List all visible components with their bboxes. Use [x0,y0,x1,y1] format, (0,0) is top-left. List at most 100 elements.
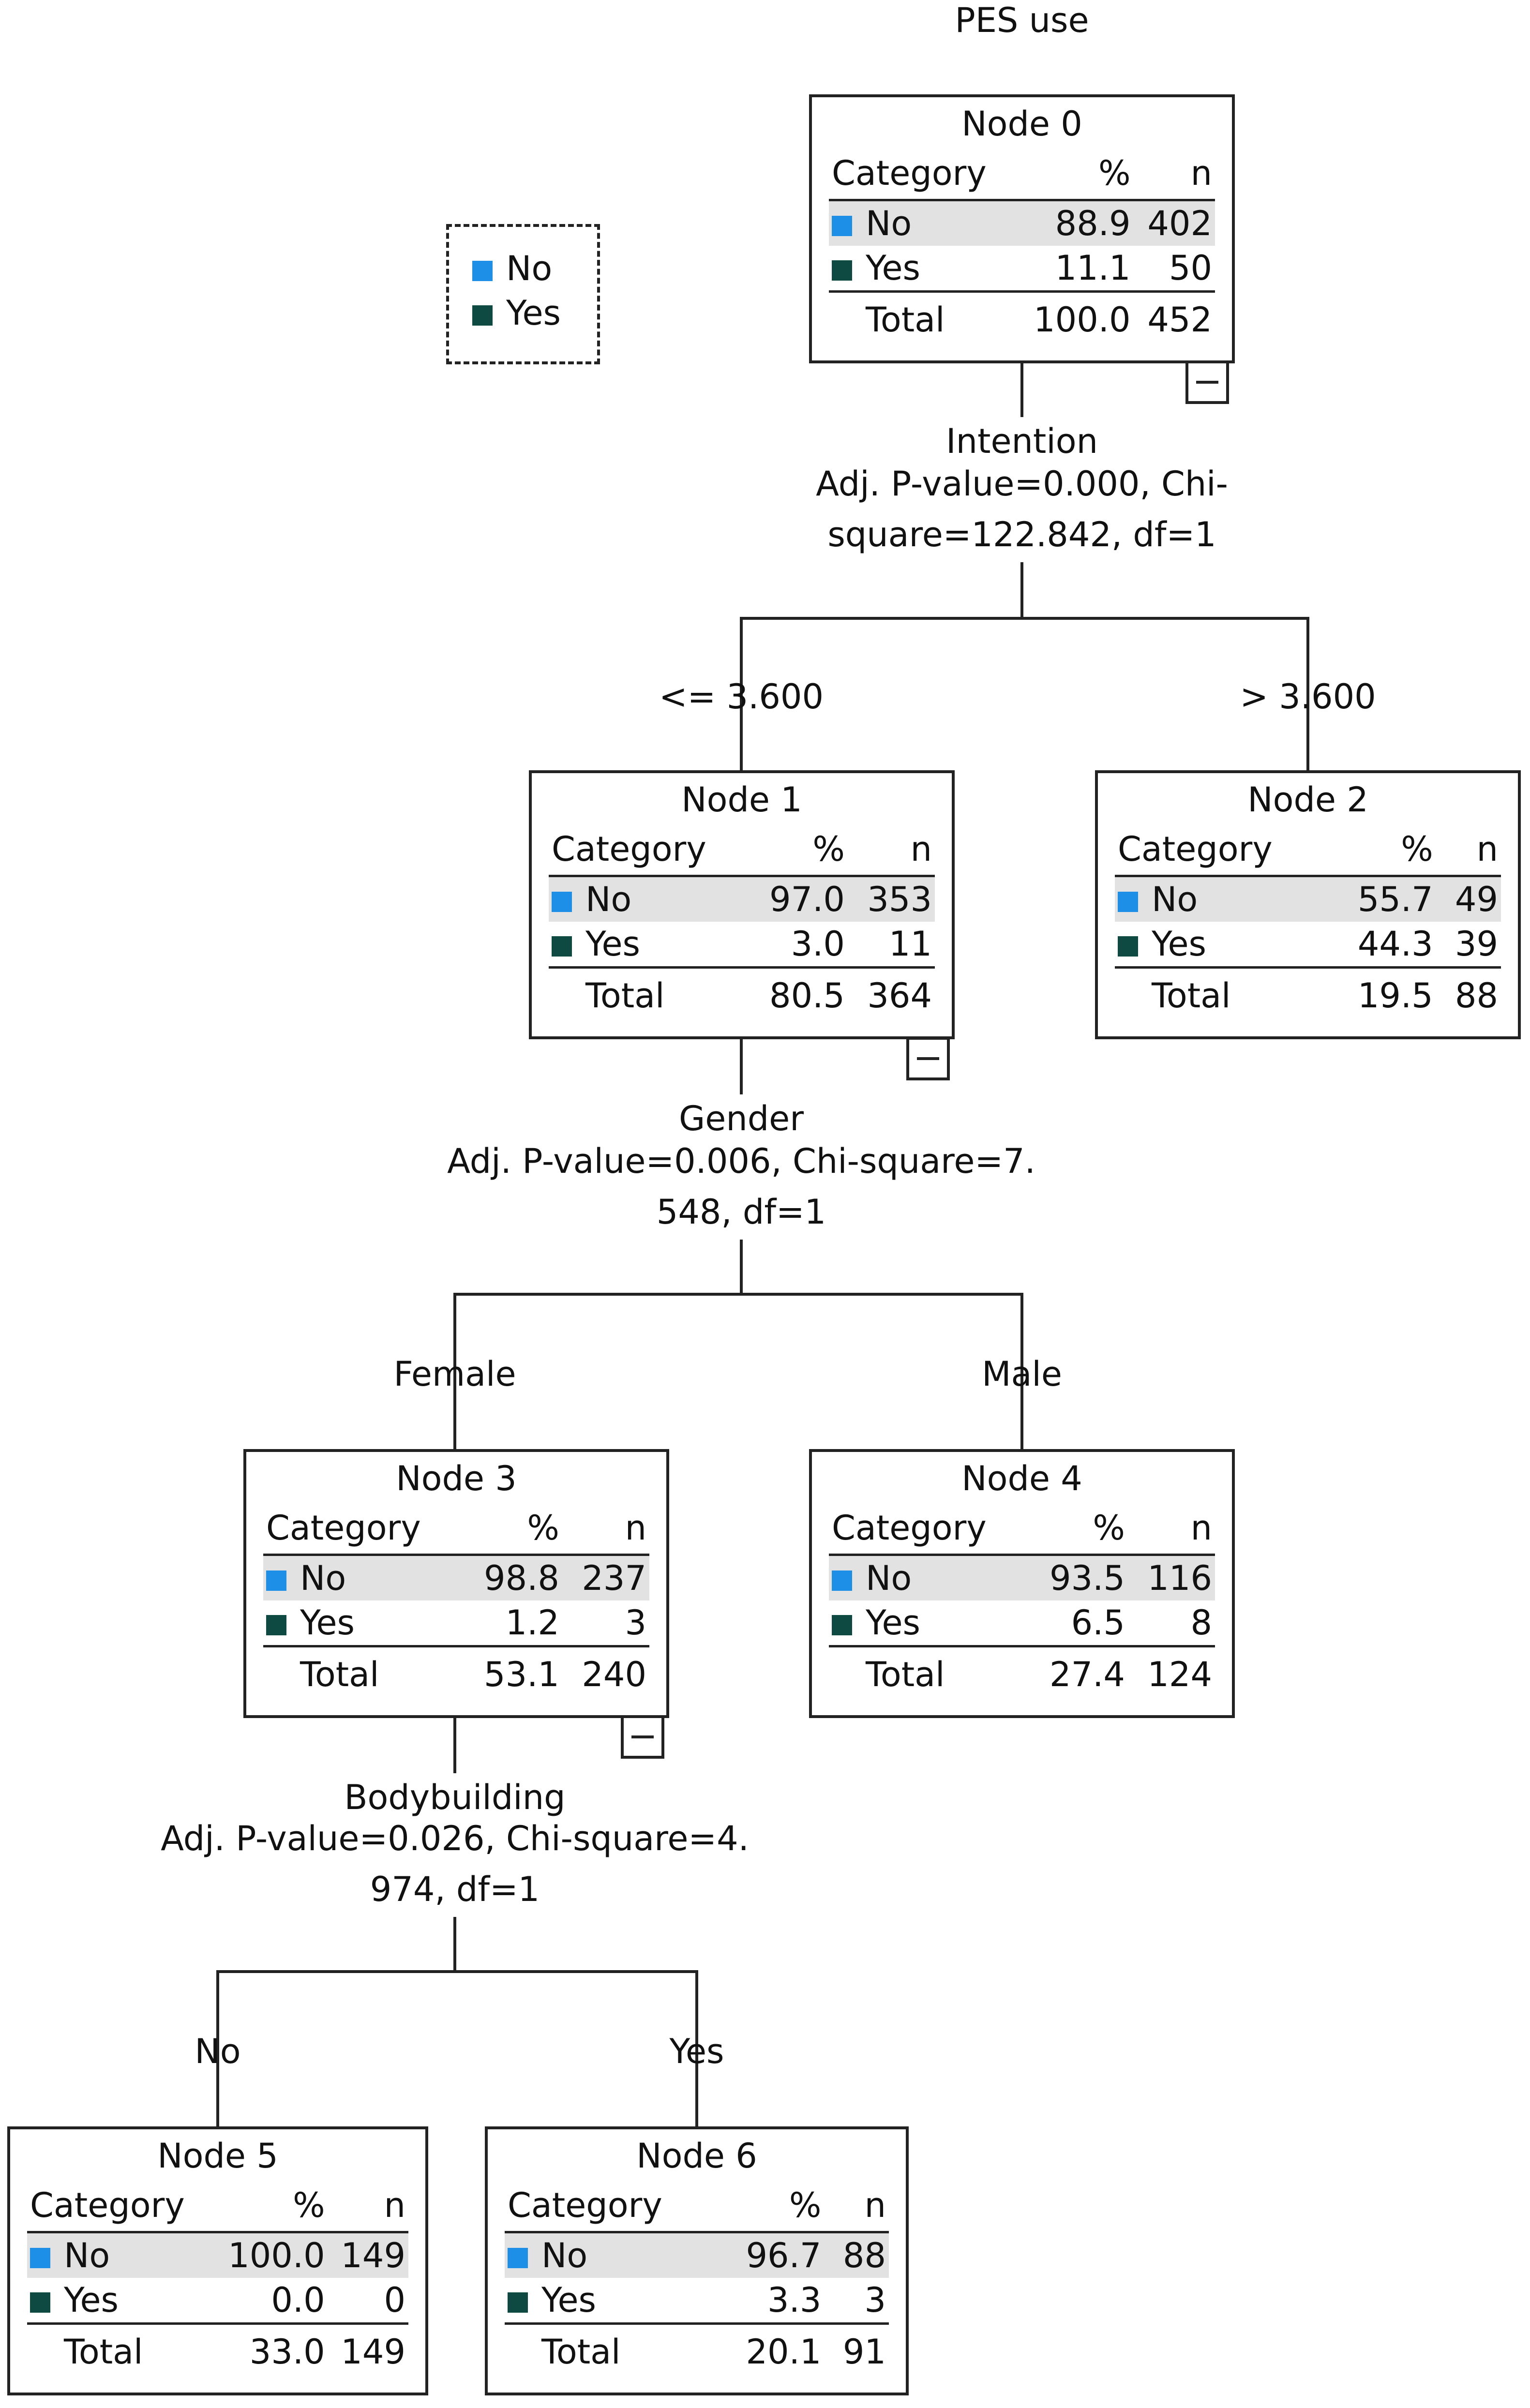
swatch-no [30,2248,50,2268]
split-stats: Adj. P-value=0.026, Chi-square=4. [161,1819,749,1858]
connector-split1-branches [453,1293,1023,1449]
branch-label: <= 3.600 [659,677,824,717]
col-category: Category [263,1503,462,1556]
col-n: n [328,2180,408,2233]
tree-title: PES use [955,0,1089,40]
col-n: n [1436,824,1501,877]
branch-label: Male [982,1354,1062,1394]
col-n: n [1127,1503,1215,1556]
legend-item-yes: Yes [472,291,597,335]
split-stats: Adj. P-value=0.000, Chi- [816,464,1228,504]
col-category: Category [549,824,748,877]
col-pct: % [1328,824,1436,877]
swatch-no [832,1570,852,1591]
node-title: Node 6 [636,2136,757,2176]
col-pct: % [1027,1503,1128,1556]
legend-swatch-yes [472,305,493,326]
swatch-yes [266,1615,286,1635]
legend: No Yes [446,224,600,364]
collapse-node-3-button[interactable] [621,1715,664,1759]
connector-split2-branches [216,1970,698,2126]
swatch-no [1118,892,1138,912]
split-stats: 548, df=1 [656,1192,826,1232]
branch-label: > 3.600 [1240,677,1376,717]
col-pct: % [210,2180,328,2233]
split-stats: 974, df=1 [370,1870,540,1909]
connector-split0-branches [740,617,1309,770]
branch-label: Female [393,1354,516,1394]
swatch-yes [832,260,852,281]
node-title: Node 1 [681,780,802,820]
col-category: Category [829,1503,1028,1556]
col-pct: % [747,824,848,877]
swatch-yes [832,1615,852,1635]
branch-label: No [195,2032,241,2071]
branch-label: Yes [669,2032,724,2071]
node-title: Node 5 [157,2136,278,2176]
col-n: n [847,824,935,877]
col-category: Category [829,148,1015,201]
split-stats: square=122.842, df=1 [827,515,1216,554]
swatch-no [508,2248,528,2268]
col-pct: % [717,2180,825,2233]
col-category: Category [27,2180,210,2233]
swatch-yes [508,2292,528,2313]
split-variable: Bodybuilding [344,1778,566,1817]
swatch-no [832,216,852,236]
col-n: n [824,2180,889,2233]
swatch-yes [552,936,572,957]
swatch-yes [1118,936,1138,957]
col-category: Category [505,2180,717,2233]
node-title: Node 0 [961,104,1082,144]
swatch-yes [30,2292,50,2313]
split-variable: Intention [946,421,1098,461]
node-title: Node 3 [396,1459,517,1498]
col-n: n [562,1503,649,1556]
legend-swatch-no [472,261,493,281]
collapse-node-0-button[interactable] [1185,360,1229,404]
split-stats: Adj. P-value=0.006, Chi-square=7. [447,1141,1035,1181]
node-title: Node 2 [1247,780,1368,820]
col-n: n [1133,148,1215,201]
col-pct: % [462,1503,562,1556]
node-title: Node 4 [961,1459,1082,1498]
collapse-node-1-button[interactable] [906,1037,950,1080]
split-variable: Gender [679,1099,804,1138]
swatch-no [552,892,572,912]
col-category: Category [1115,824,1328,877]
